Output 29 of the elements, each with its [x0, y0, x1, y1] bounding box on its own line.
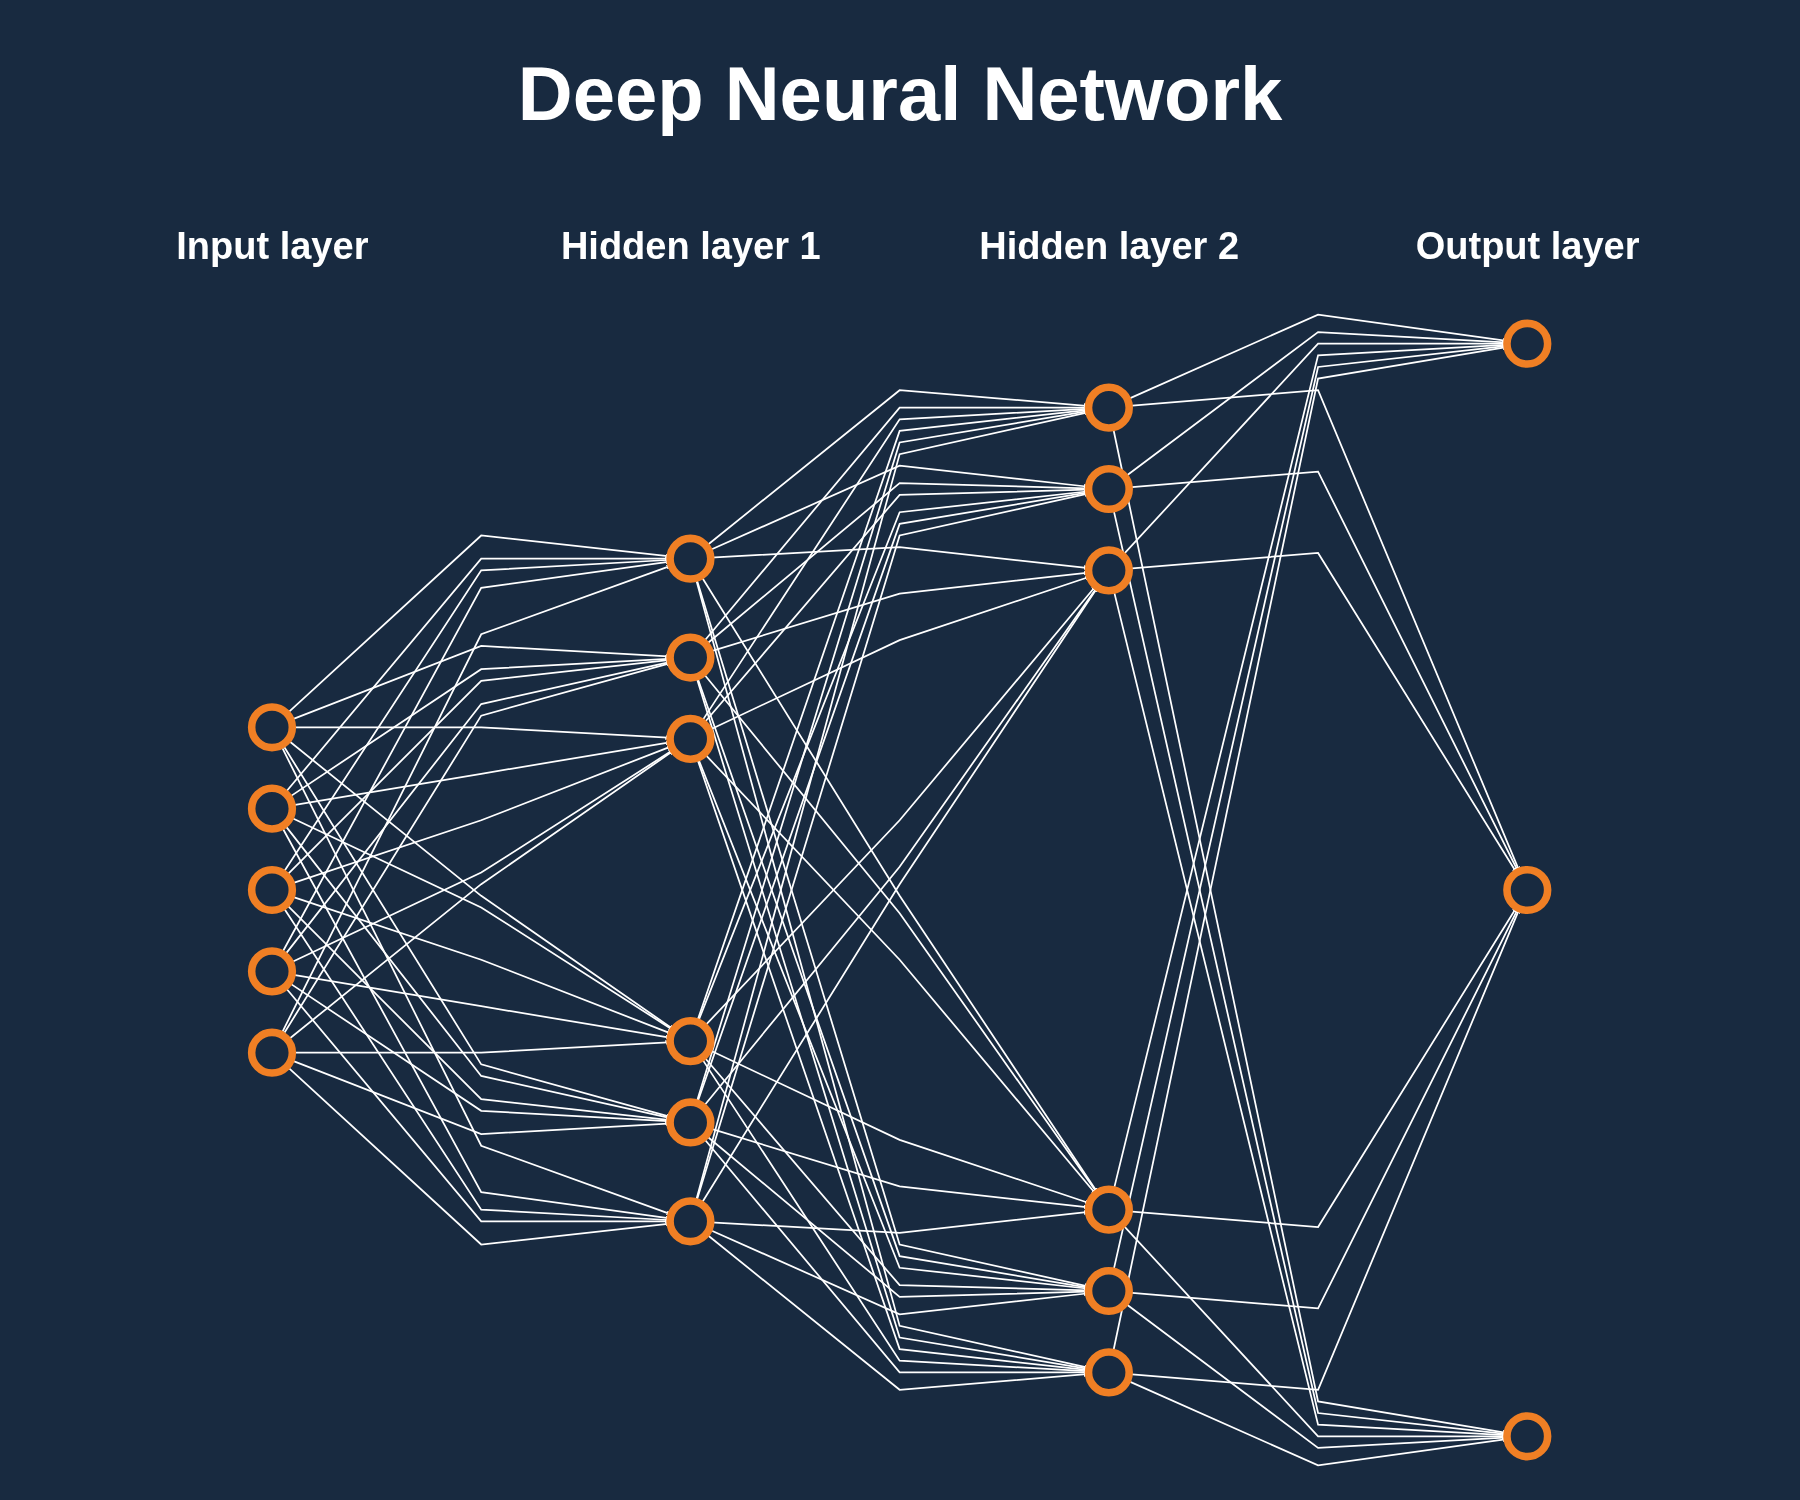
node-circle — [248, 784, 297, 833]
arrow — [280, 744, 672, 1216]
layer-label: Hidden layer 1 — [560, 225, 821, 268]
node-circle — [1503, 1412, 1552, 1461]
node-circle — [1085, 546, 1134, 595]
arrow — [281, 559, 671, 955]
node-circle — [248, 703, 297, 752]
title: Deep Neural Network — [517, 50, 1283, 138]
node-circle — [1503, 319, 1552, 368]
node-circle — [1085, 464, 1134, 514]
node-circle — [666, 534, 715, 583]
node-circle — [1085, 1348, 1134, 1397]
node-circle — [666, 633, 715, 682]
node-circle — [666, 1197, 715, 1246]
node-circle — [248, 947, 297, 996]
node-circle — [666, 1098, 715, 1147]
layer-label: Hidden layer 2 — [979, 225, 1240, 268]
node-circle — [248, 1028, 297, 1077]
node-circle — [1085, 1185, 1134, 1234]
node-circle — [1085, 383, 1134, 432]
layer-label: Input layer — [176, 225, 369, 268]
node-circle — [1503, 865, 1552, 915]
layer-label: Output layer — [1415, 225, 1640, 268]
node-circle — [666, 1017, 715, 1066]
node-circle — [666, 714, 715, 763]
node-circle — [1085, 1266, 1134, 1316]
arrow — [280, 564, 672, 1036]
node-circle — [248, 865, 297, 915]
arrow — [281, 825, 671, 1221]
